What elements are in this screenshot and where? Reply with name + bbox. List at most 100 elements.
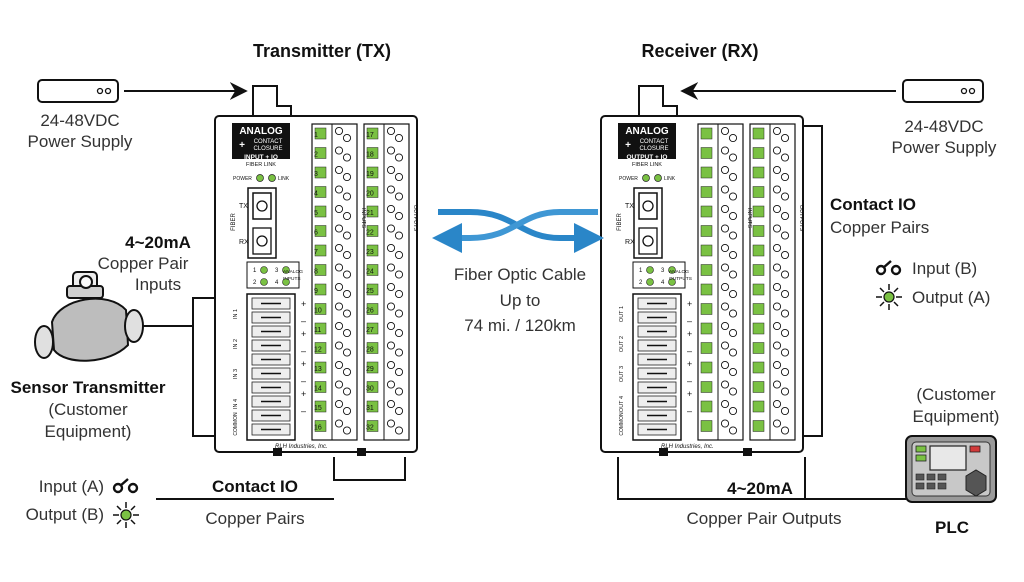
rx-fiber-label: FIBER [617,213,623,231]
sensor-line2: Equipment) [44,422,132,441]
rx-io-terminal [728,406,738,416]
rx-channel-plus: + [687,359,692,369]
rx-io-terminal [728,270,738,279]
rx-io-led [752,127,765,140]
tx-io-terminal [334,302,344,311]
tx-io-terminal [342,172,352,182]
tx-io-terminal [394,426,404,435]
tx-io-terminal [394,192,404,201]
tx-channel-label: IN 3 [233,369,239,379]
tx-io-terminal [334,204,344,214]
rx-badge-sub: OUTPUT + IO [627,154,668,161]
rx-io-terminal [780,387,790,396]
rx-io-terminal [720,224,730,233]
left-power-label-line1: 24-48VDC [40,111,120,130]
tx-io-led [366,361,379,374]
tx-io-number: 19 [366,171,374,178]
rx-io-terminal [772,302,782,311]
rx-io-led [700,186,713,198]
tx-analog-label: ANALOG [283,269,303,275]
rx-io-terminal [780,250,790,260]
tx-io-terminal [334,321,344,331]
tx-io-terminal [342,133,352,143]
left-power-label-line2: Power Supply [27,132,133,151]
tx-io-led [366,264,379,276]
rx-io-terminal [720,165,730,175]
tx-io-led [366,283,379,296]
tx-io-terminal [334,419,344,428]
rx-io-terminal [772,126,782,136]
sensor-line1: (Customer [48,400,128,419]
rx-io-led [700,420,713,432]
rx-analog-led [646,266,654,274]
rx-io-terminal [728,231,738,240]
tx-io-led [366,166,379,179]
rx-io-led [752,166,765,179]
tx-io-number: 23 [366,249,374,256]
tx-io-number: 26 [366,308,374,315]
tx-channel-minus: – [301,346,306,356]
rx-io-terminal [728,289,738,299]
rx-io-led [752,400,765,413]
rx-io-terminal [728,172,738,182]
sensor-transmitter-icon [34,271,144,362]
rx-link-led [654,174,662,182]
rx-channel-minus: – [687,376,692,386]
tx-fiber-rx-hole [256,235,268,247]
rx-io-led [752,186,765,198]
rx-inputs-label: INPUTS [746,208,752,229]
tx-io-terminal [342,309,352,318]
tx-analog-led [282,278,290,286]
tx-io-terminal [334,165,344,175]
tx-io-number: 20 [366,191,374,198]
rx-channel-minus: – [687,316,692,326]
tx-io-terminal [394,387,404,396]
tx-badge-mid2: CLOSURE [253,146,282,152]
rx-io-terminal [780,192,790,201]
fiber-label-line3: 74 mi. / 120km [464,316,576,335]
tx-channel-plus: + [301,359,306,369]
tx-io-terminal [342,270,352,279]
rx-io-led [700,147,713,159]
rx-analog-led [668,266,676,274]
rx-badge-sub2: FIBER LINK [632,162,662,168]
plc-icon [905,435,997,503]
receiver-title: Receiver (RX) [641,41,759,61]
rx-io-terminal [728,192,738,201]
tx-io-terminal [386,165,396,175]
tx-io-terminal [342,289,352,299]
tx-io-terminal [342,426,352,435]
rx-io-led [700,400,713,413]
rx-channel-label: OUT 2 [619,336,625,352]
tx-io-terminal [334,380,344,389]
tx-io-terminal [386,263,396,272]
tx-power-led [256,174,264,182]
rx-analog-led-num: 2 [639,280,643,286]
tx-io-terminal [394,309,404,318]
tx-io-number: 10 [314,308,322,315]
tx-io-terminal [342,231,352,240]
rx-common-label: COMMON [619,412,625,436]
right-analog-sub: Copper Pair Outputs [686,509,842,528]
tx-badge-plus: + [239,140,245,151]
rx-io-led [752,147,765,159]
tx-io-terminal [386,341,396,350]
tx-io-number: 13 [314,366,322,373]
tx-io-number: 27 [366,327,374,334]
rx-io-terminal [780,309,790,318]
tx-io-terminal [342,250,352,260]
tx-io-terminal [342,367,352,377]
tx-io-terminal [394,153,404,162]
rx-io-terminal [780,289,790,299]
tx-io-number: 1 [314,132,318,139]
rx-io-terminal [780,270,790,279]
tx-io-number: 2 [314,152,318,159]
right-power-label-line1: 24-48VDC [904,117,984,136]
tx-io-terminal [386,380,396,389]
tx-io-terminal [334,146,344,155]
rx-io-led [700,264,713,276]
rx-io-terminal [728,211,738,221]
rx-io-led [700,283,713,296]
rx-io-led [752,322,765,335]
